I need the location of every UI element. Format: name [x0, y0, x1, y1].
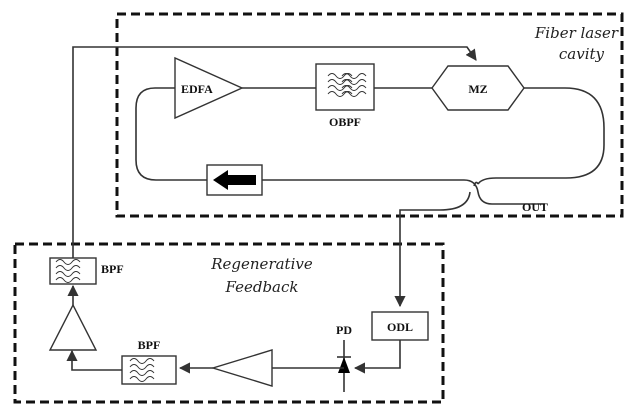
- photodiode-icon: [338, 357, 350, 373]
- cavity-title-line1: Fiber laser: [534, 24, 619, 42]
- cavity-right-fiber: [477, 87, 605, 185]
- tap-to-odl: [394, 191, 471, 308]
- bpf-top-label: BPF: [101, 262, 124, 276]
- fiber-laser-cavity-region: [115, 12, 624, 218]
- cavity-title-line2: cavity: [559, 45, 605, 63]
- wire-bpf-amp: [66, 349, 122, 371]
- edfa-amplifier-icon: [174, 56, 244, 120]
- regenerative-feedback-region: [13, 242, 445, 404]
- mz-label: MZ: [468, 82, 487, 96]
- obpf-label: OBPF: [329, 115, 361, 129]
- bpf-top-filter-icon: [49, 257, 97, 285]
- coupler-output-arm: [463, 179, 520, 205]
- rf-amplifier-icon: [48, 303, 98, 351]
- isolator-arrow-icon: [213, 170, 256, 190]
- out-label: OUT: [522, 200, 548, 214]
- bpf-bottom-label: BPF: [138, 338, 161, 352]
- edfa-label: EDFA: [181, 82, 213, 96]
- drive-line-to-mz: [72, 46, 477, 258]
- mz-modulator-icon: [431, 65, 525, 111]
- electrical-amplifier-icon: [210, 349, 273, 387]
- pd-label: PD: [336, 323, 352, 337]
- odl-box: [371, 311, 429, 341]
- cavity-left-fiber: [135, 87, 207, 181]
- feedback-title-line2: Feedback: [225, 278, 299, 296]
- odl-label: ODL: [387, 320, 413, 334]
- fiber-odl-pd: [353, 340, 401, 374]
- coupler-waist: [473, 181, 479, 187]
- feedback-title-line1: Regenerative: [210, 255, 313, 273]
